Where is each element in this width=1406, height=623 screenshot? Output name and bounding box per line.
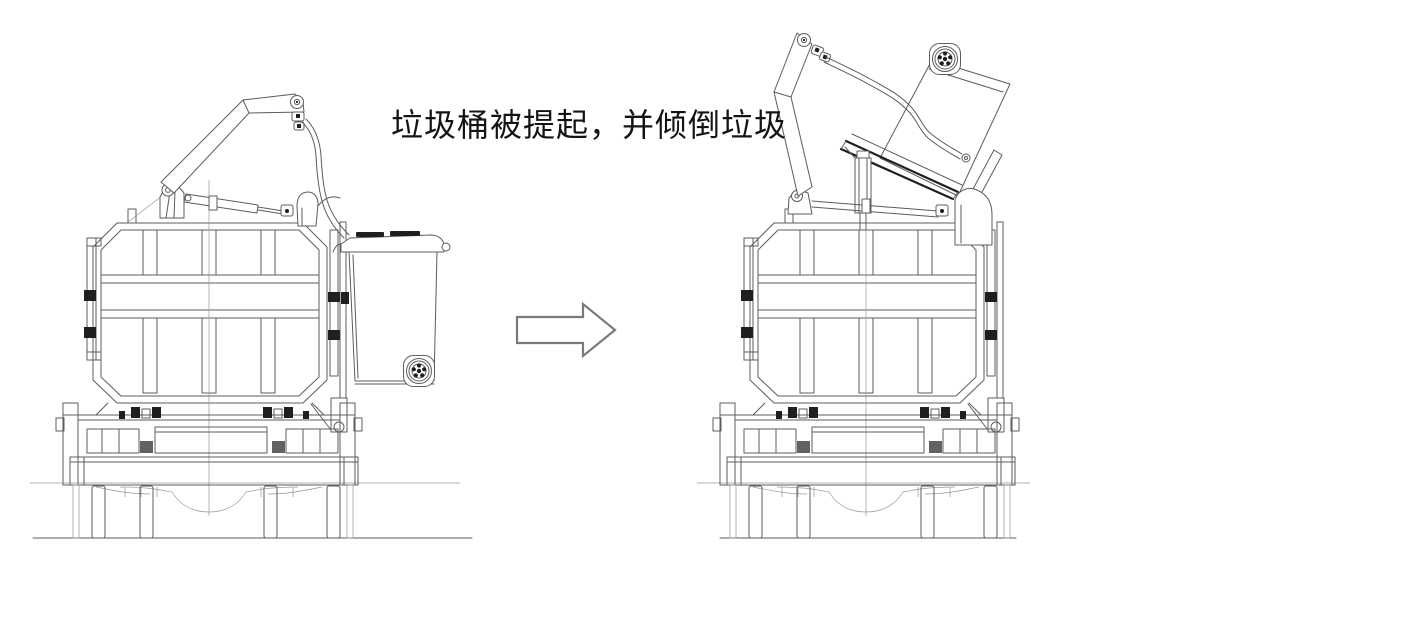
lift-arm-lowered [127,93,341,227]
truck-left-view [30,93,473,539]
bin-wheel-icon [929,43,961,75]
hopper-lip-bracket [954,187,993,246]
hydraulic-cylinder [183,193,259,214]
lift-arm-raised [773,32,1003,246]
wheelie-bin-hanging [332,231,451,387]
bin-lid [340,234,445,253]
bin-wheel-icon [403,355,435,387]
right-arrow-icon [515,301,617,359]
bin-rest-prong [972,149,1003,195]
truck-right-view [697,32,1030,539]
truck-body [55,179,363,539]
lift-link-tube [823,56,971,163]
lift-link-tube [300,118,350,239]
transition-arrow [515,301,617,359]
caption-text: 垃圾桶被提起，并倾倒垃圾 [391,106,788,144]
